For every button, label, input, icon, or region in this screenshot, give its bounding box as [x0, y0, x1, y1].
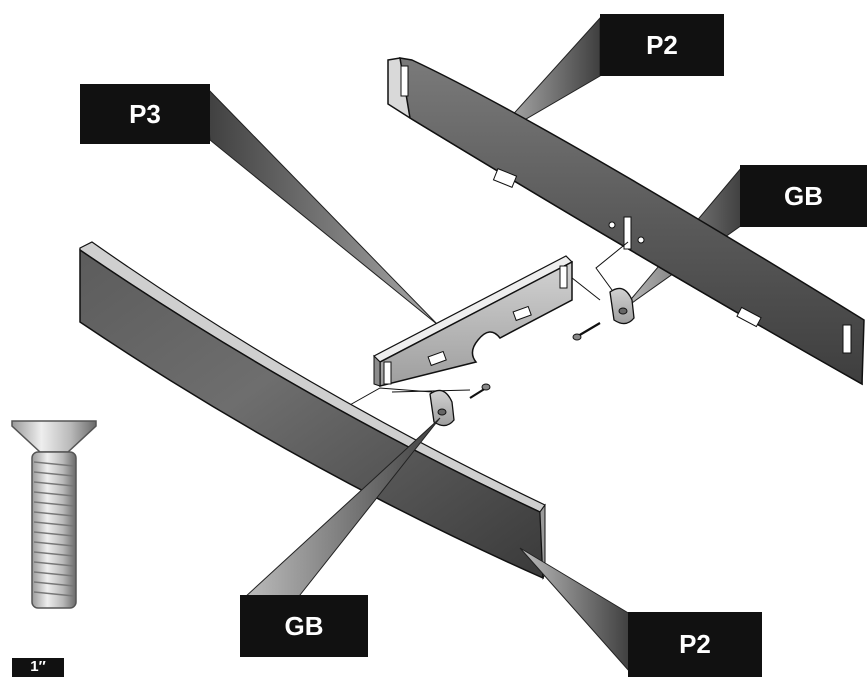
glide-button-left [429, 389, 455, 427]
label-gb-right: GB [740, 165, 867, 227]
label-gb-left-text: GB [284, 610, 324, 641]
callout-p3 [204, 84, 439, 326]
screw-icon [11, 420, 97, 609]
screw-right [572, 322, 601, 341]
label-p3-text: P3 [129, 98, 161, 129]
label-gb-left: GB [240, 595, 368, 657]
screw-left [469, 383, 491, 399]
label-p3: P3 [80, 84, 210, 144]
glide-button-right [609, 287, 635, 325]
label-screw-size: 1″ [12, 658, 64, 677]
callout-p2-bottom [519, 547, 631, 674]
label-screw-size-text: 1″ [30, 658, 46, 675]
label-p2-bottom: P2 [628, 612, 762, 677]
label-p2-bottom-text: P2 [679, 629, 711, 659]
board-p2-bottom [79, 241, 546, 580]
panel-p3 [372, 255, 574, 387]
label-gb-right-text: GB [784, 180, 823, 211]
board-p2-top [387, 57, 865, 386]
label-p2-top: P2 [600, 14, 724, 76]
label-p2-top-text: P2 [646, 29, 678, 60]
